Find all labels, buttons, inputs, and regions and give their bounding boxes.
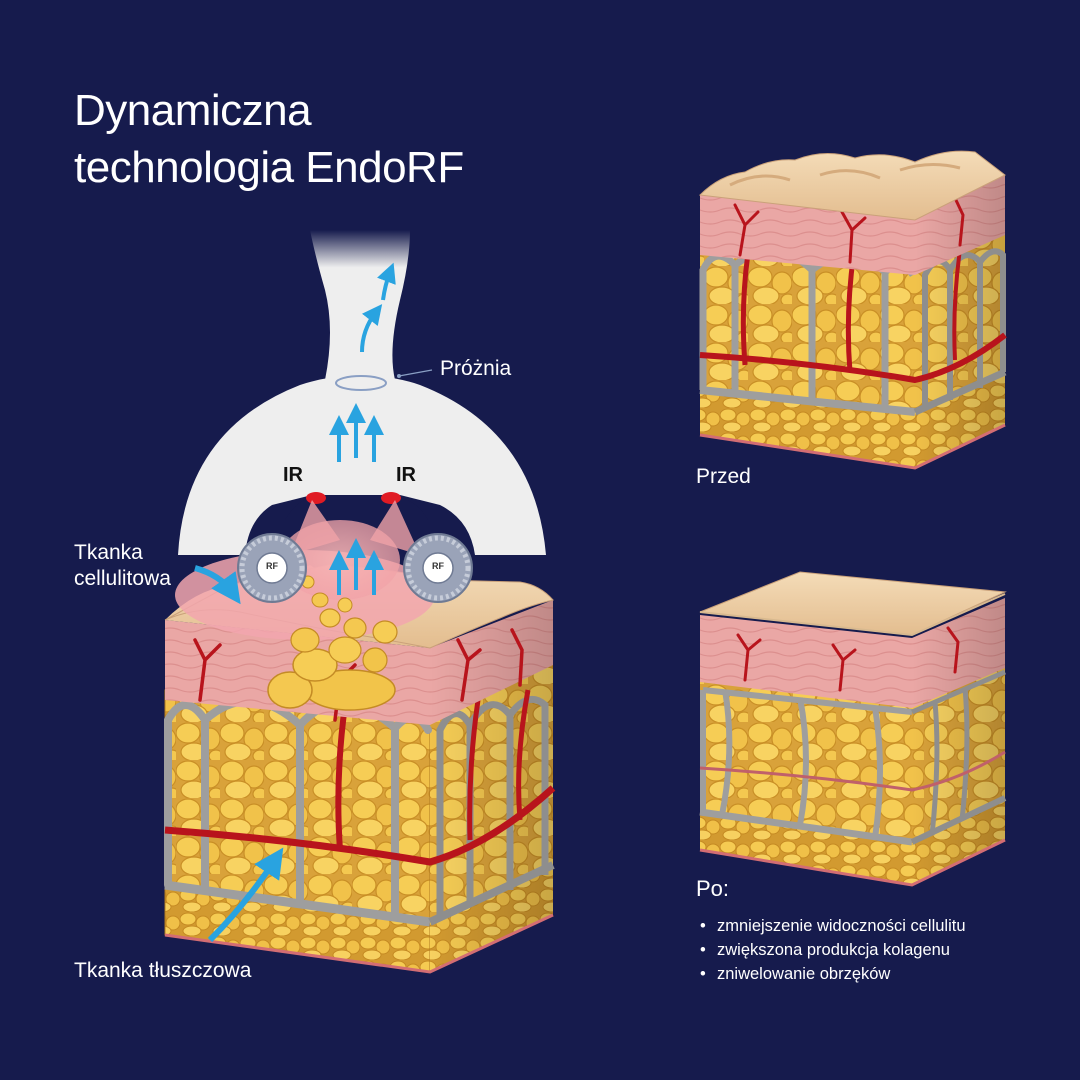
rf-roller-right	[403, 533, 473, 603]
page-title: Dynamiczna technologia EndoRF	[74, 82, 464, 196]
suction-arrows-tube	[360, 262, 396, 353]
vacuum-ring	[335, 375, 387, 391]
cellulite-pointer-arrow	[194, 565, 241, 605]
list-item: zniwelowanie obrzęków	[700, 962, 966, 986]
after-tissue-block	[699, 571, 1007, 887]
ir-emitter-left	[306, 492, 326, 504]
suction-arrows-lower	[329, 538, 384, 595]
suction-arrows-upper	[329, 403, 384, 462]
title-line-1: Dynamiczna	[74, 86, 312, 135]
fat-tissue-label: Tkanka tłuszczowa	[74, 959, 252, 982]
cellulite-label-line-1: Tkanka	[74, 541, 143, 564]
fat-pointer-arrow	[207, 847, 284, 943]
cellulite-label-line-2: cellulitowa	[74, 567, 171, 590]
main-tissue-block	[164, 520, 556, 974]
rf-label-left: RF	[266, 561, 278, 571]
after-benefits-list: zmniejszenie widoczności cellulitu zwięk…	[700, 914, 966, 986]
after-label: Po:	[696, 876, 730, 901]
ir-emitter-right	[381, 492, 401, 504]
cellulite-tissue-label: Tkanka cellulitowa	[74, 540, 171, 592]
before-label: Przed	[696, 465, 751, 488]
ir-label-right: IR	[396, 464, 416, 486]
list-item: zmniejszenie widoczności cellulitu	[700, 914, 966, 938]
vacuum-label: Próżnia	[440, 357, 512, 380]
rf-roller-left	[237, 533, 307, 603]
rf-label-right: RF	[432, 561, 444, 571]
title-line-2: technologia EndoRF	[74, 143, 464, 192]
endorf-applicator	[178, 230, 546, 603]
before-tissue-block	[698, 150, 1007, 470]
rising-fat-cluster	[267, 575, 398, 711]
list-item: zwiększona produkcja kolagenu	[700, 938, 966, 962]
ir-label-left: IR	[283, 464, 303, 486]
